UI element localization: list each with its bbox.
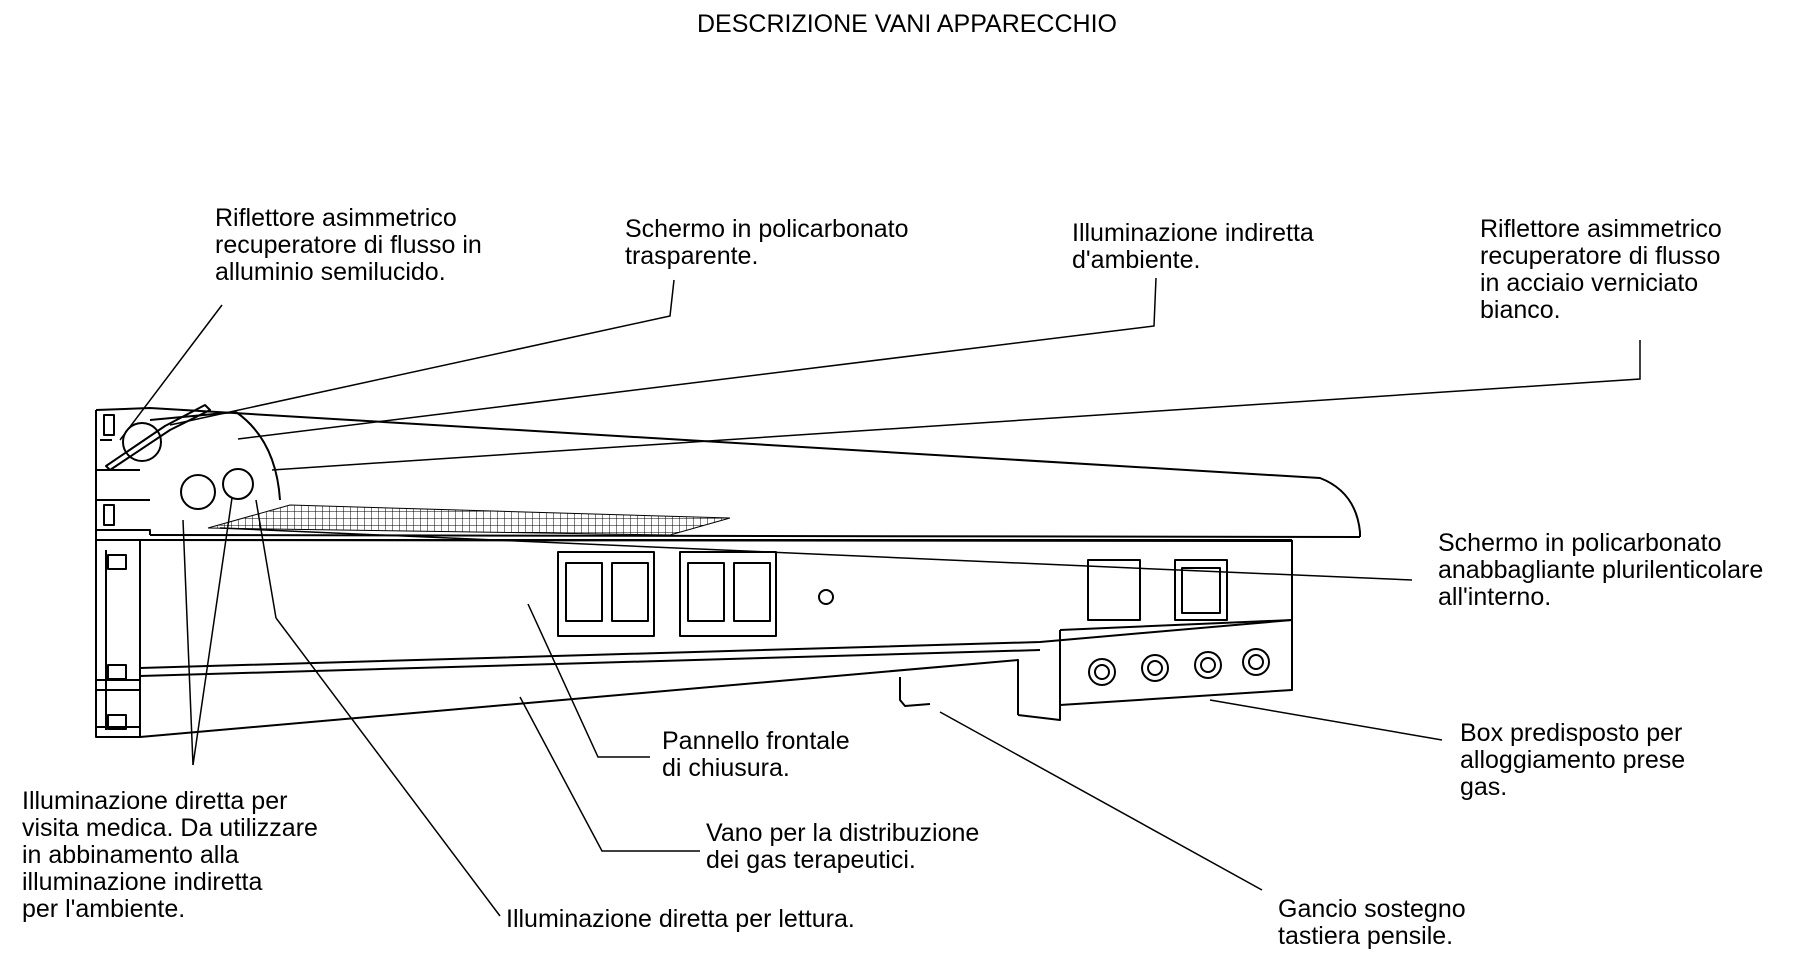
switch-box-2-inner: [1181, 567, 1221, 614]
body-top-edge: [149, 539, 1293, 542]
reflector-tube: [122, 422, 162, 462]
socket-1b: [611, 562, 649, 622]
leader-lettura-up: [255, 499, 277, 619]
profile-slot-5: [107, 714, 127, 730]
left-profile-upper: [95, 410, 151, 535]
label-vano-gas: Vano per la distribuzione dei gas terape…: [706, 819, 980, 874]
leader-illuminazione-lettura: [275, 617, 501, 917]
gas-outlet-4-inner: [1248, 654, 1264, 670]
diagram-title: DESCRIZIONE VANI APPARECCHIO: [697, 10, 1117, 38]
socket-1a: [565, 562, 603, 622]
gas-outlet-3-inner: [1200, 657, 1216, 673]
profile-slot-3: [107, 554, 127, 570]
leader-pannello: [527, 603, 650, 758]
leader-schermo-anabbagliante: [219, 527, 1413, 581]
socket-panel-2: [679, 551, 777, 637]
leader-box-gas: [1209, 699, 1443, 741]
label-riflettore-alluminio: Riflettore asimmetrico recuperatore di f…: [215, 204, 482, 286]
gas-outlet-3: [1194, 651, 1222, 679]
body-outline: [95, 530, 1293, 738]
leader-riflettore-alluminio: [119, 304, 223, 441]
canopy-top-edge: [95, 407, 1361, 537]
label-riflettore-acciaio: Riflettore asimmetrico recuperatore di f…: [1480, 215, 1722, 324]
body-divider: [139, 619, 1293, 669]
box-top-edge: [1059, 619, 1293, 631]
socket-panel-1: [557, 551, 655, 637]
leader-illuminazione-indiretta: [237, 277, 1157, 440]
body-divider-2: [139, 649, 1041, 677]
label-illuminazione-lettura: Illuminazione diretta per lettura.: [506, 905, 855, 933]
direct-lamp-1: [180, 474, 216, 510]
anti-glare-grid: [207, 504, 731, 536]
direct-lamp-2: [222, 468, 254, 500]
indicator-dot: [818, 589, 834, 605]
gas-outlet-2: [1141, 654, 1169, 682]
label-illuminazione-visita: Illuminazione diretta per visita medica.…: [22, 787, 318, 923]
reflector-blade: [105, 404, 211, 471]
label-gancio: Gancio sostegno tastiera pensile.: [1278, 895, 1466, 950]
canopy-front-arc: [235, 411, 281, 501]
leader-vano-gas: [519, 696, 700, 852]
switch-box-2: [1174, 559, 1228, 621]
canopy-bottom-edge: [149, 534, 1361, 538]
leader-visita-b: [192, 497, 233, 766]
body-bottom: [139, 620, 1293, 738]
leader-schermo-trasparente: [169, 279, 675, 426]
label-pannello: Pannello frontale di chiusura.: [662, 727, 850, 782]
leader-riflettore-acciaio: [271, 340, 1641, 471]
gas-outlet-1-inner: [1094, 664, 1110, 680]
label-box-gas: Box predisposto per alloggiamento prese …: [1460, 719, 1686, 801]
label-illuminazione-indiretta: Illuminazione indiretta d'ambiente.: [1072, 219, 1314, 274]
label-schermo-trasparente: Schermo in policarbonato trasparente.: [625, 215, 909, 270]
keyboard-hook: [899, 677, 931, 707]
socket-2a: [687, 562, 725, 622]
leader-gancio: [939, 711, 1263, 891]
gas-outlet-1: [1088, 658, 1116, 686]
profile-slot-4: [107, 664, 127, 680]
gas-outlet-2-inner: [1147, 660, 1163, 676]
socket-2b: [733, 562, 771, 622]
gas-outlet-4: [1242, 648, 1270, 676]
label-schermo-anabbagliante: Schermo in policarbonato anabbagliante p…: [1438, 529, 1764, 611]
switch-box-1: [1087, 559, 1141, 621]
profile-slot-1: [103, 414, 115, 436]
leader-visita-a: [182, 519, 194, 766]
profile-slot-2: [103, 504, 115, 526]
